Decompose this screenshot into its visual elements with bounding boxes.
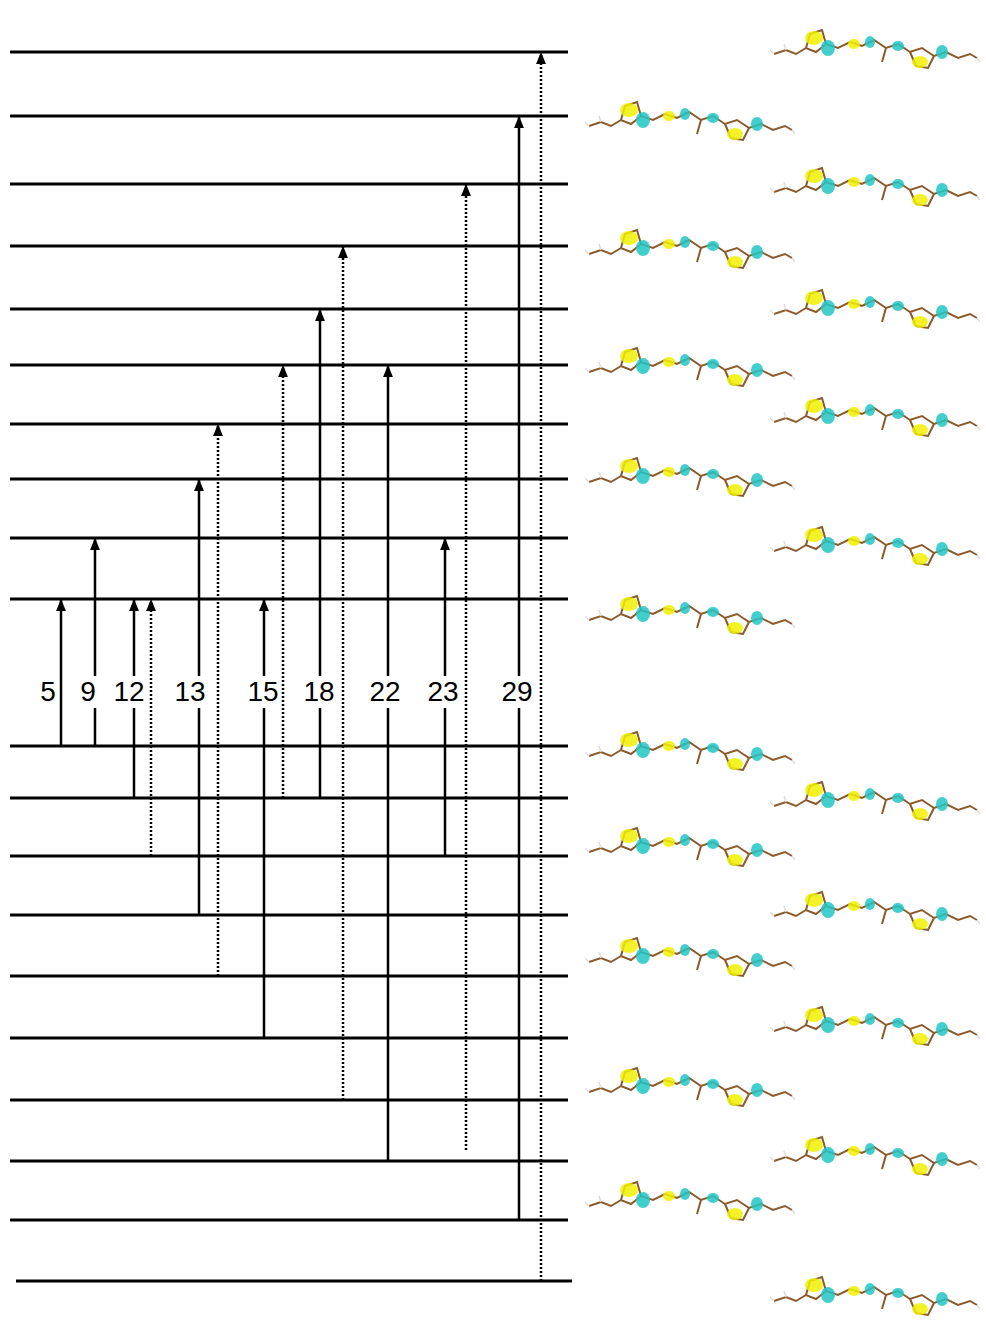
energy-level — [10, 423, 568, 426]
orbital-images — [585, 30, 980, 1315]
orbital-image — [770, 527, 980, 565]
orbital-image — [585, 230, 795, 268]
energy-level — [10, 537, 568, 540]
transition-arrow-dotted — [150, 600, 153, 856]
orbital-image — [770, 168, 980, 206]
transition-arrow-dotted — [540, 53, 543, 1281]
transition-arrow — [319, 310, 322, 798]
transitions — [61, 53, 541, 1281]
energy-levels — [10, 52, 572, 1281]
callout-number: 29 — [500, 676, 533, 708]
callout-number: 23 — [426, 676, 459, 708]
energy-level — [16, 1280, 572, 1283]
transition-arrow-dotted — [282, 366, 285, 798]
callout-number: 15 — [246, 676, 279, 708]
transition-arrow-dotted — [217, 425, 220, 976]
energy-level — [10, 183, 568, 186]
energy-level — [10, 1037, 568, 1040]
transition-arrow — [60, 600, 63, 746]
transition-arrow — [387, 366, 390, 1161]
energy-level — [10, 51, 568, 54]
orbital-image — [770, 30, 980, 68]
energy-level — [10, 478, 568, 481]
energy-level — [10, 115, 568, 118]
energy-level — [10, 308, 568, 311]
orbital-image — [585, 1182, 795, 1220]
energy-level — [10, 975, 568, 978]
orbital-image — [770, 398, 980, 436]
orbital-image — [585, 1068, 795, 1106]
energy-level — [10, 245, 568, 248]
energy-level — [10, 1219, 568, 1222]
energy-level — [10, 855, 568, 858]
callout-number: 13 — [173, 676, 206, 708]
transition-arrow — [518, 117, 521, 1220]
orbital-image — [770, 782, 980, 820]
orbital-image — [585, 348, 795, 386]
callout-number: 22 — [368, 676, 401, 708]
orbital-image — [585, 732, 795, 770]
transition-arrow-dotted — [465, 185, 468, 1150]
orbital-image — [770, 290, 980, 328]
transition-arrow-dotted — [342, 247, 345, 1100]
orbital-image — [770, 1007, 980, 1045]
transition-arrow — [94, 539, 97, 746]
transition-arrow — [263, 600, 266, 1038]
energy-level — [10, 598, 568, 601]
orbital-image — [585, 828, 795, 866]
orbital-image — [585, 596, 795, 634]
energy-level — [10, 1160, 568, 1163]
orbital-image — [770, 892, 980, 930]
orbital-image — [585, 458, 795, 496]
energy-level — [10, 914, 568, 917]
energy-level — [10, 364, 568, 367]
callout-number: 9 — [79, 676, 97, 708]
callout-number: 5 — [39, 676, 57, 708]
energy-level — [10, 1099, 568, 1102]
energy-level — [10, 745, 568, 748]
callout-number: 18 — [302, 676, 335, 708]
orbital-image — [770, 1137, 980, 1175]
orbital-image — [585, 938, 795, 976]
energy-level — [10, 797, 568, 800]
orbital-image — [585, 102, 795, 140]
orbital-image — [770, 1277, 980, 1315]
callout-number: 12 — [112, 676, 145, 708]
